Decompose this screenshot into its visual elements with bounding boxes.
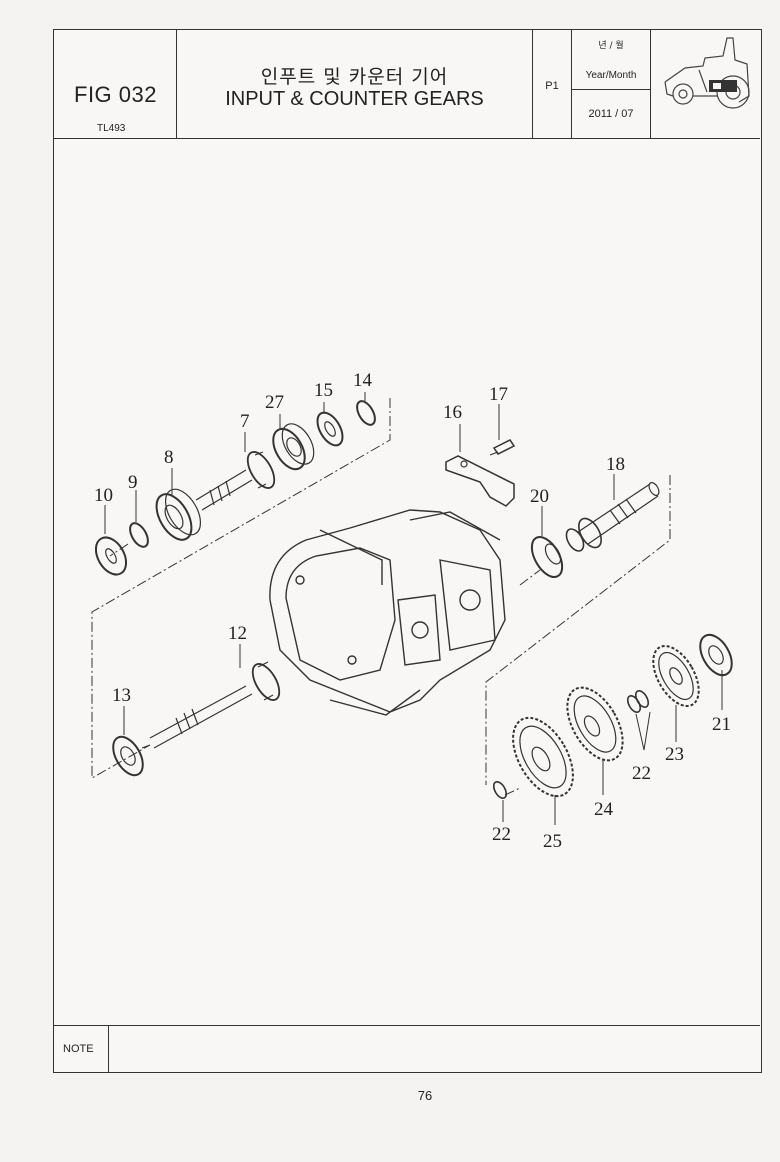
year-month-cell: 년 / 월 Year/Month 2011 / 07 xyxy=(572,30,651,138)
callout-14: 14 xyxy=(353,370,373,391)
title-korean: 인푸트 및 카운터 기어 xyxy=(260,66,449,88)
callout-18: 18 xyxy=(606,454,625,475)
callout-16: 16 xyxy=(443,402,462,423)
cell-divider xyxy=(572,89,650,90)
page-code-cell: P1 xyxy=(533,30,572,138)
callout-23: 23 xyxy=(665,744,684,765)
title-english: INPUT & COUNTER GEARS xyxy=(225,88,484,110)
callout-7: 7 xyxy=(240,411,250,432)
callout-25: 25 xyxy=(543,831,562,852)
title-cell: 인푸트 및 카운터 기어 INPUT & COUNTER GEARS xyxy=(177,30,533,138)
tractor-logo-icon xyxy=(651,30,760,138)
callout-17: 17 xyxy=(489,384,508,405)
page-number: 76 xyxy=(417,1088,433,1103)
callout-27: 27 xyxy=(265,392,284,413)
page-code: P1 xyxy=(545,80,559,92)
page-frame: FIG 032 TL493 인푸트 및 카운터 기어 INPUT & COUNT… xyxy=(53,29,762,1073)
callout-8: 8 xyxy=(164,447,174,468)
issue-date: 2011 / 07 xyxy=(588,108,634,120)
callout-12: 12 xyxy=(228,623,247,644)
note-row: NOTE xyxy=(54,1025,760,1072)
figure-cell: FIG 032 TL493 xyxy=(54,30,177,138)
callout-24: 24 xyxy=(594,799,614,820)
callout-13: 13 xyxy=(112,685,131,706)
callout-22-upper: 22 xyxy=(632,763,651,784)
callout-21: 21 xyxy=(712,714,731,735)
figure-number: FIG 032 xyxy=(74,82,157,107)
note-label: NOTE xyxy=(63,1043,94,1055)
title-block: FIG 032 TL493 인푸트 및 카운터 기어 INPUT & COUNT… xyxy=(54,30,760,139)
callout-15: 15 xyxy=(314,380,333,401)
callout-9: 9 xyxy=(128,472,138,493)
note-label-cell: NOTE xyxy=(54,1026,109,1072)
callout-20: 20 xyxy=(530,486,549,507)
year-month-english: Year/Month xyxy=(585,70,637,81)
model-code: TL493 xyxy=(97,123,126,134)
callout-10: 10 xyxy=(94,485,113,506)
year-month-korean: 년 / 월 xyxy=(598,41,624,51)
callout-22-lower: 22 xyxy=(492,824,511,845)
